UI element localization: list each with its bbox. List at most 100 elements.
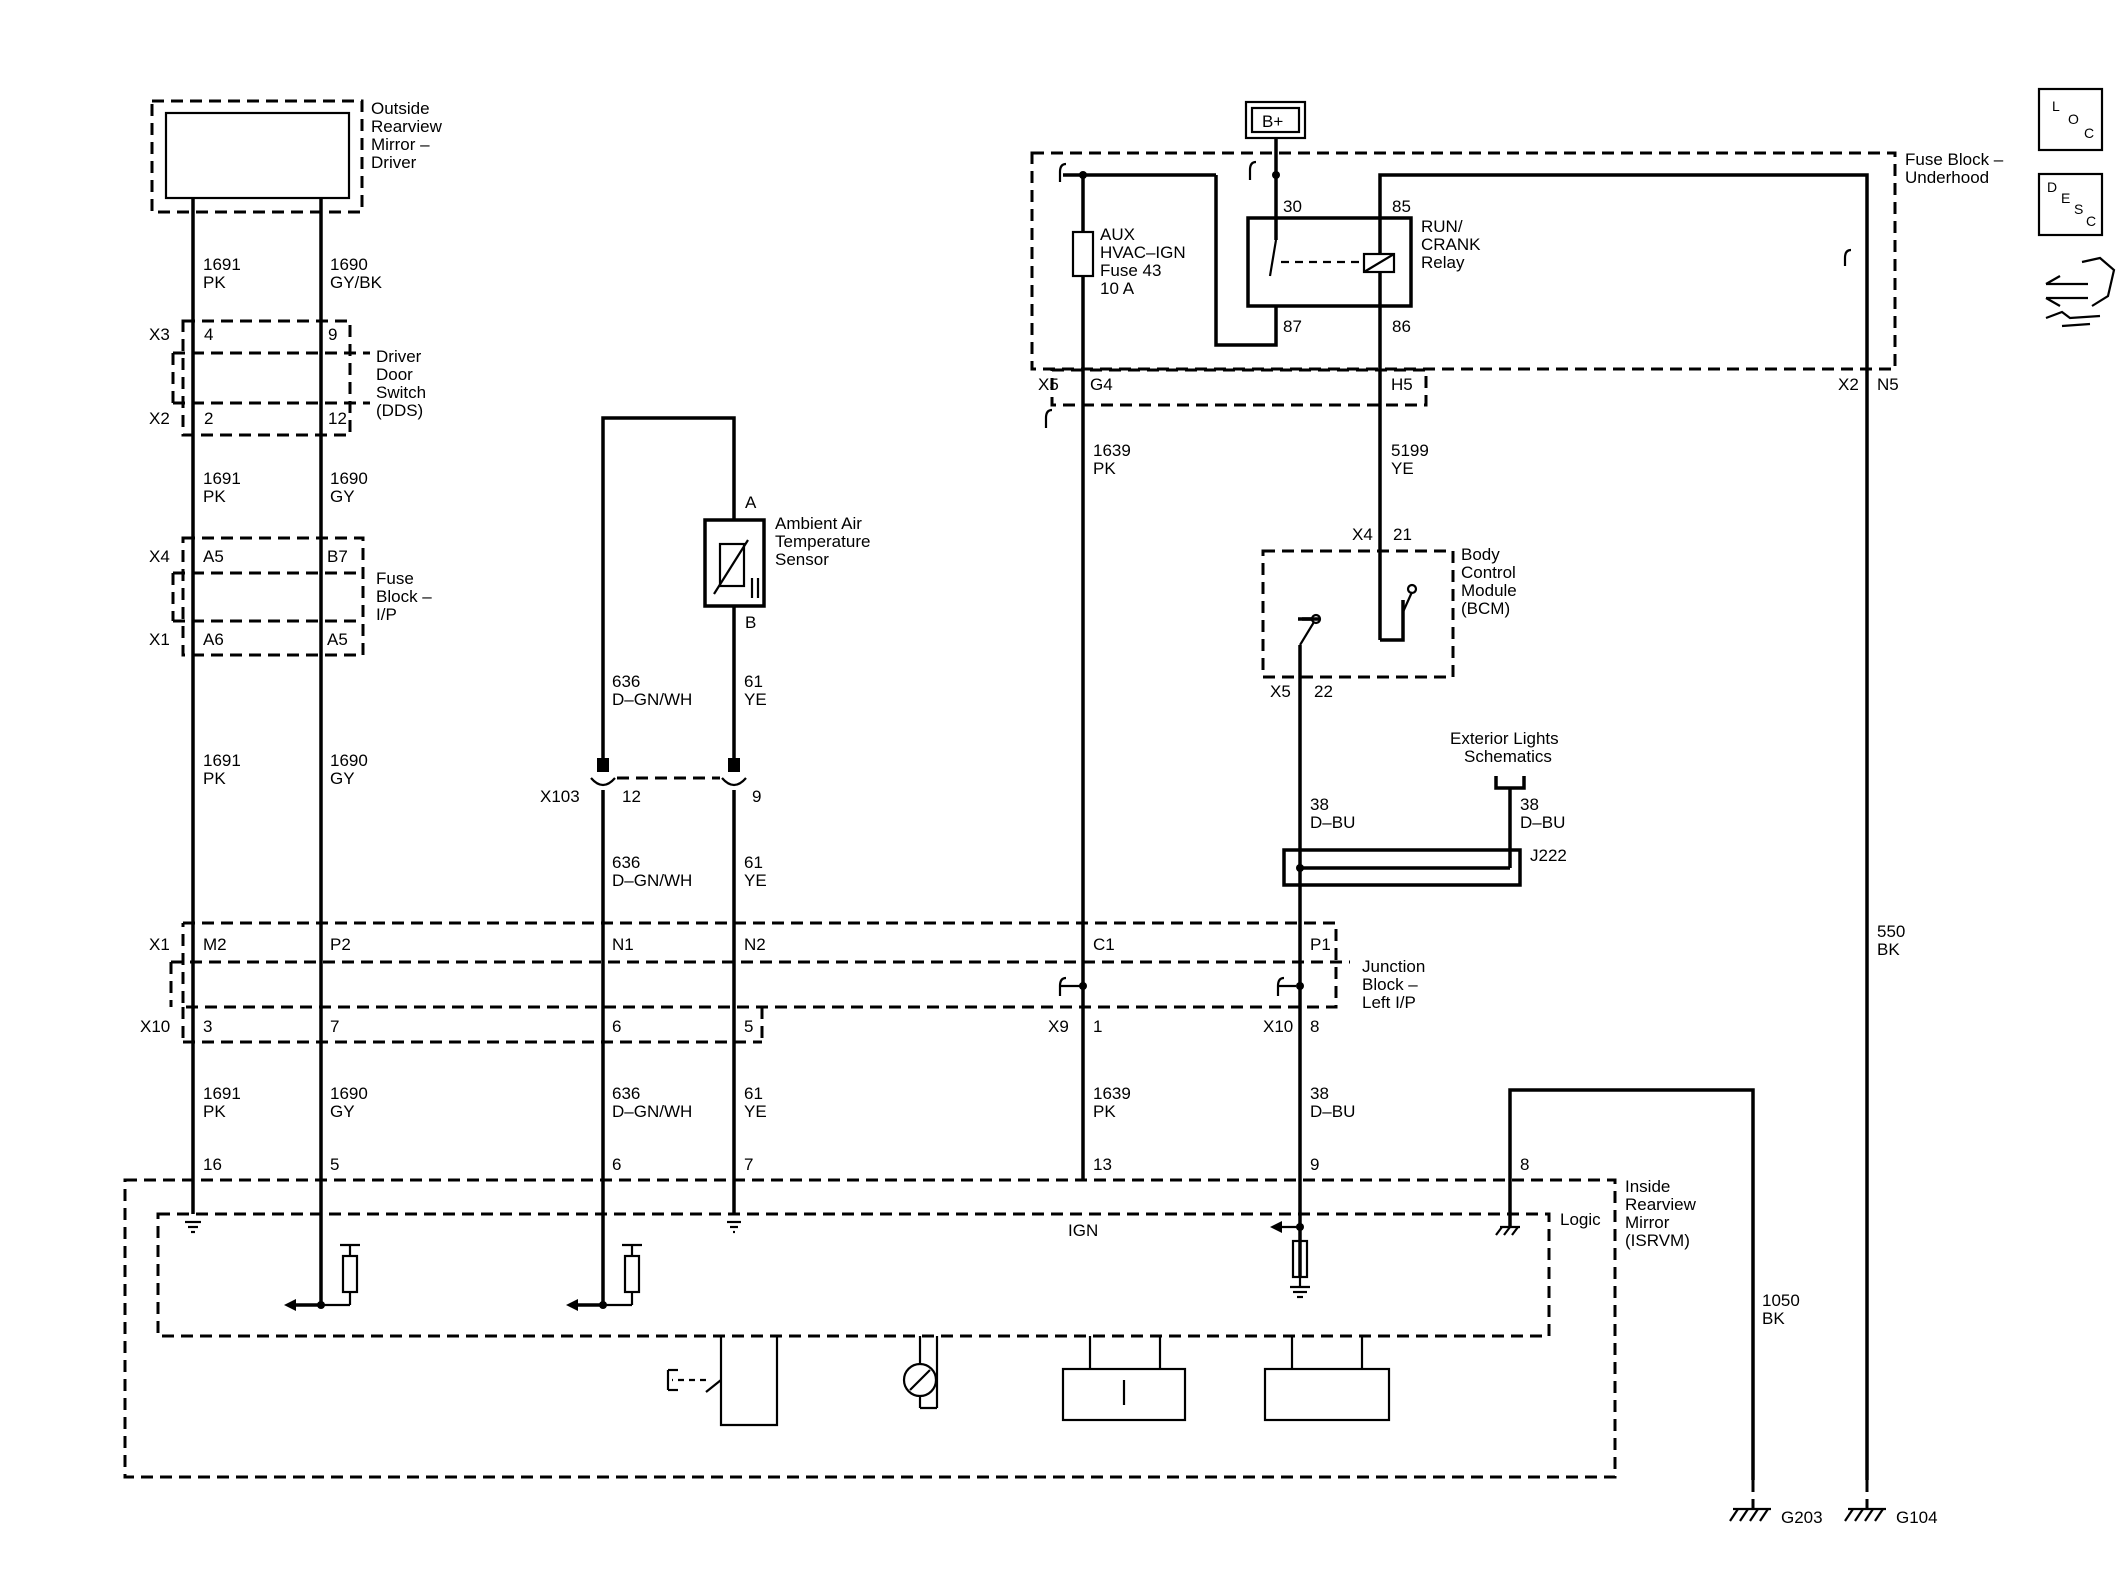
- wire-38-number-ext: 38: [1520, 795, 1539, 814]
- fuse-ip-label-3: I/P: [376, 605, 397, 624]
- ground-g203-label: G203: [1781, 1508, 1823, 1527]
- exterior-lights-splice[interactable]: Exterior Lights Schematics J222 38 D–BU …: [1282, 729, 1567, 887]
- junction-pin-3: 3: [203, 1017, 212, 1036]
- outside-mirror-component[interactable]: Outside Rearview Mirror – Driver: [150, 99, 443, 214]
- junction-pin-m2: M2: [203, 935, 227, 954]
- bcm-label-1: Body: [1461, 545, 1500, 564]
- fuse-ip-label-1: Fuse: [376, 569, 414, 588]
- underhood-label-2: Underhood: [1905, 168, 1989, 187]
- wire-1690-color-c: GY: [330, 769, 355, 788]
- isrvm-pin-5: 5: [330, 1155, 339, 1174]
- osrvm-label-2: Rearview: [371, 117, 443, 136]
- wire-1639-color-a: PK: [1093, 459, 1116, 478]
- fuse43-label-4: 10 A: [1100, 279, 1135, 298]
- relay-pin-30: 30: [1283, 197, 1302, 216]
- svg-text:C: C: [2086, 213, 2096, 229]
- inside-rearview-mirror[interactable]: Inside Rearview Mirror (ISRVM) Logic IGN…: [123, 1088, 1755, 1480]
- ground-g104-label: G104: [1896, 1508, 1938, 1527]
- wire-1691-color-c: PK: [203, 769, 226, 788]
- wire-1690-number-b: 1690: [330, 469, 368, 488]
- relay-label-2: CRANK: [1421, 235, 1481, 254]
- x103-connector[interactable]: X103 12 9: [540, 758, 761, 806]
- underhood-pin-n5: N5: [1877, 375, 1899, 394]
- isrvm-ign-label: IGN: [1068, 1221, 1098, 1240]
- dds-label-2: Door: [376, 365, 413, 384]
- fuse-ip-pin-a6: A6: [203, 630, 224, 649]
- wire-1690-number-c: 1690: [330, 751, 368, 770]
- ext-lights-label-2: Schematics: [1464, 747, 1552, 766]
- wire-5199-color: YE: [1391, 459, 1414, 478]
- dds-pin-2: 2: [204, 409, 213, 428]
- wire-550-number: 550: [1877, 922, 1905, 941]
- desc-icon[interactable]: D E S C: [2037, 172, 2104, 237]
- bplus-label: B+: [1262, 112, 1283, 131]
- loc-icon[interactable]: L O C: [2037, 87, 2104, 152]
- wire-61-number-a: 61: [744, 672, 763, 691]
- dds-pin-4: 4: [204, 325, 213, 344]
- junction-block-left-ip[interactable]: X1 M2 P2 N1 N2 C1 P1 Junction Block – Le…: [140, 921, 1425, 1044]
- wire-1691-color-b: PK: [203, 487, 226, 506]
- fuse-block-underhood[interactable]: B+ Fuse Block – Underhood AUX HVAC–IGN F…: [1030, 100, 2004, 1480]
- wire-636-color-c: D–GN/WH: [612, 1102, 692, 1121]
- wire-1691-number-d: 1691: [203, 1084, 241, 1103]
- isrvm-pin-8: 8: [1520, 1155, 1529, 1174]
- ext-lights-label-1: Exterior Lights: [1450, 729, 1559, 748]
- junction-label-2: Block –: [1362, 975, 1418, 994]
- dds-label-1: Driver: [376, 347, 422, 366]
- junction-label-1: Junction: [1362, 957, 1425, 976]
- wire-1691-number-a: 1691: [203, 255, 241, 274]
- bcm-label-2: Control: [1461, 563, 1516, 582]
- junction-pin-7: 7: [330, 1017, 339, 1036]
- wire-1691-color-a: PK: [203, 273, 226, 292]
- relay-pin-86: 86: [1392, 317, 1411, 336]
- wire-38-color-b: D–BU: [1310, 1102, 1355, 1121]
- junction-pin-c1: C1: [1093, 935, 1115, 954]
- fuse43-label-3: Fuse 43: [1100, 261, 1161, 280]
- wire-61-number-c: 61: [744, 1084, 763, 1103]
- fuse-ip-pin-a5: A5: [203, 547, 224, 566]
- junction-conn-x10b: X10: [1263, 1017, 1293, 1036]
- dds-label-4: (DDS): [376, 401, 423, 420]
- x103-label: X103: [540, 787, 580, 806]
- isrvm-label-2: Rearview: [1625, 1195, 1697, 1214]
- dds-conn-top: X3: [149, 325, 170, 344]
- relay-label-1: RUN/: [1421, 217, 1463, 236]
- dds-conn-bot: X2: [149, 409, 170, 428]
- connector-icon[interactable]: [2045, 256, 2116, 328]
- wire-1050-color: BK: [1762, 1309, 1785, 1328]
- wire-61-number-b: 61: [744, 853, 763, 872]
- ground-g203-icon: [1729, 1507, 1771, 1522]
- wire-1690-color-d: GY: [330, 1102, 355, 1121]
- wire-636-number-c: 636: [612, 1084, 640, 1103]
- underhood-label-1: Fuse Block –: [1905, 150, 2004, 169]
- bcm-pin-22: 22: [1314, 682, 1333, 701]
- junction-pin-n1: N1: [612, 935, 634, 954]
- junction-conn-x1: X1: [149, 935, 170, 954]
- wire-1690-number-a: 1690: [330, 255, 368, 274]
- junction-pin-p1: P1: [1310, 935, 1331, 954]
- fuse-ip-conn-bot: X1: [149, 630, 170, 649]
- splice-j222: J222: [1530, 846, 1567, 865]
- junction-pin-n2: N2: [744, 935, 766, 954]
- ambient-air-temp-sensor[interactable]: A B Ambient Air Temperature Sensor: [601, 416, 870, 771]
- fuse-block-ip[interactable]: X4 A5 B7 X1 A6 A5 Fuse Block – I/P: [149, 536, 432, 657]
- junction-conn-x10: X10: [140, 1017, 170, 1036]
- wire-636-number-a: 636: [612, 672, 640, 691]
- wire-636-color-a: D–GN/WH: [612, 690, 692, 709]
- wire-550-color: BK: [1877, 940, 1900, 959]
- aat-pin-a: A: [745, 493, 757, 512]
- x103-pin-9: 9: [752, 787, 761, 806]
- junction-pin-5: 5: [744, 1017, 753, 1036]
- wire-1639-color-b: PK: [1093, 1102, 1116, 1121]
- driver-door-switch[interactable]: X3 4 9 X2 2 12 Driver Door Switch (DDS): [149, 319, 426, 437]
- fuse-ip-label-2: Block –: [376, 587, 432, 606]
- dds-label-3: Switch: [376, 383, 426, 402]
- fuse-ip-pin-a5b: A5: [327, 630, 348, 649]
- body-control-module[interactable]: X4 21 X5 22 Body Control Module (BCM): [1261, 525, 1517, 701]
- svg-text:D: D: [2047, 179, 2057, 195]
- wire-636-color-b: D–GN/WH: [612, 871, 692, 890]
- isrvm-label-1: Inside: [1625, 1177, 1670, 1196]
- isrvm-pin-9: 9: [1310, 1155, 1319, 1174]
- isrvm-pin-6: 6: [612, 1155, 621, 1174]
- fuse-ip-conn-top: X4: [149, 547, 170, 566]
